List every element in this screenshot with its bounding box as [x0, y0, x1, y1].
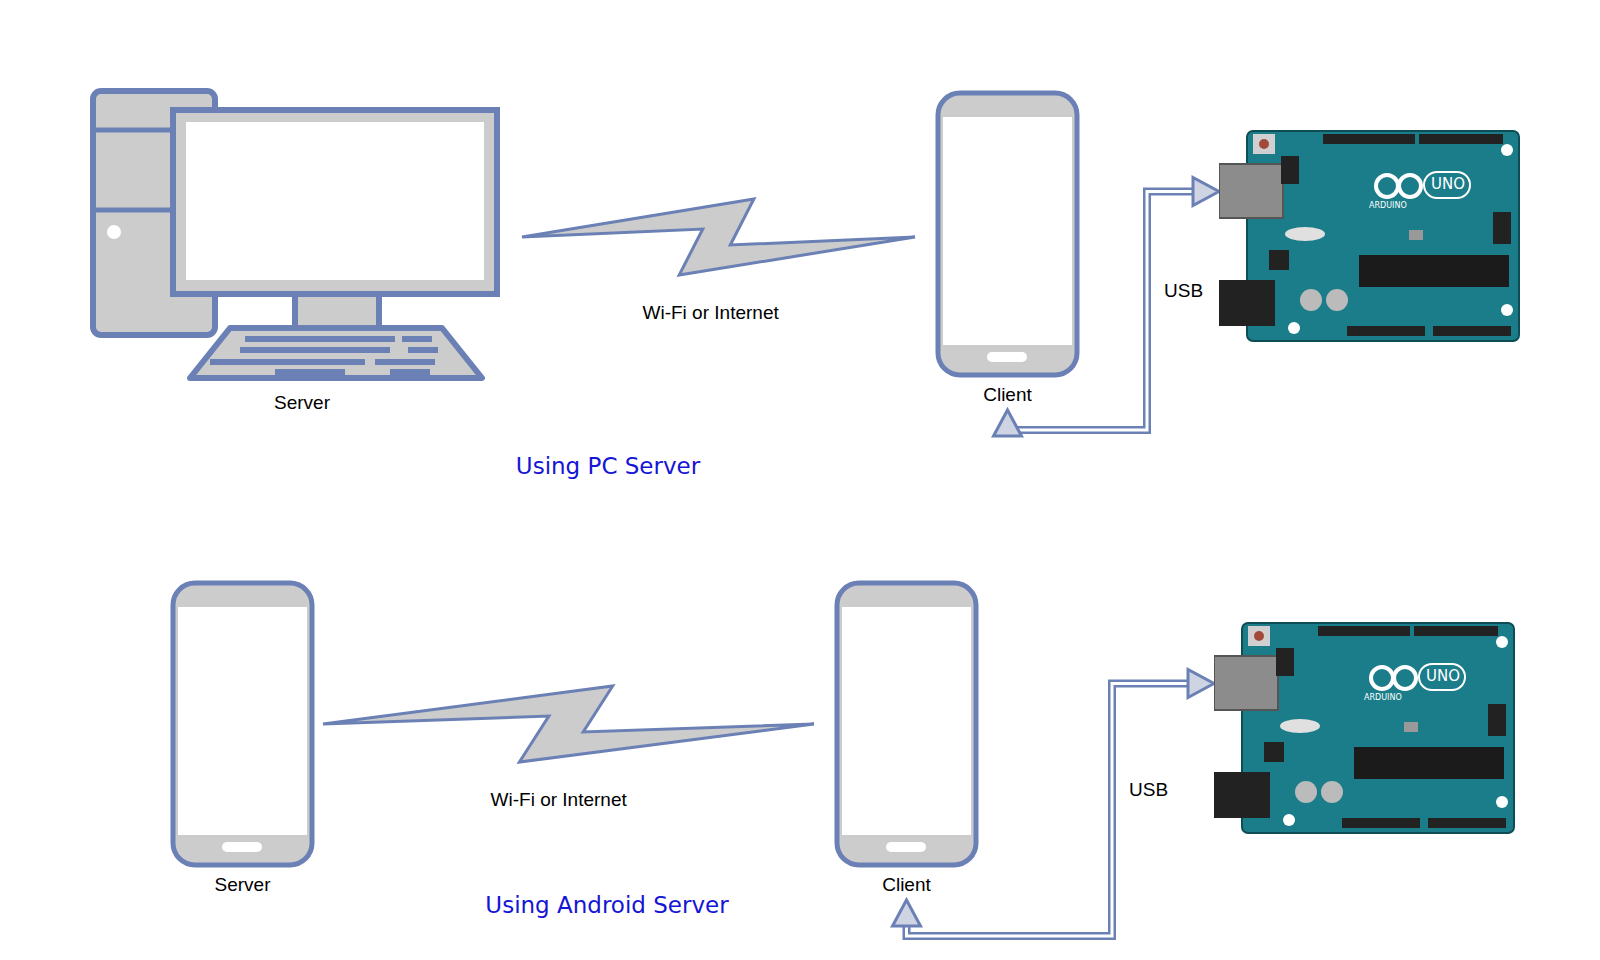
- board-brand: ARDUINO: [1369, 201, 1407, 210]
- phone-drawing: [170, 580, 315, 868]
- node-label: Server: [90, 392, 514, 414]
- board-model: UNO: [1426, 667, 1460, 685]
- phone-drawing: [834, 580, 979, 868]
- caption-label: Using Android Server: [485, 892, 728, 918]
- caption-label: Using PC Server: [516, 453, 700, 479]
- wireless-link: [323, 686, 814, 762]
- connector-label: USB: [1126, 779, 1171, 801]
- node-label: Server: [170, 874, 315, 896]
- arduino-board: UNO ARDUINO: [1214, 622, 1516, 834]
- node-label: Client: [935, 384, 1080, 406]
- pc-drawing: [90, 88, 514, 386]
- arduino-board: UNO ARDUINO: [1219, 130, 1521, 342]
- ard-drawing: [1219, 130, 1521, 342]
- connector-label: Wi-Fi or Internet: [640, 302, 782, 324]
- board-brand: ARDUINO: [1364, 693, 1402, 702]
- board-model: UNO: [1431, 175, 1465, 193]
- computer-icon: Server: [90, 88, 514, 414]
- connector-label: Wi-Fi or Internet: [488, 789, 630, 811]
- phone-icon: Client: [834, 580, 979, 896]
- phone-drawing: [935, 90, 1080, 378]
- connector-label: USB: [1161, 280, 1206, 302]
- wireless-link: [522, 199, 915, 275]
- node-label: Client: [834, 874, 979, 896]
- phone-icon: Client: [935, 90, 1080, 406]
- phone-icon: Server: [170, 580, 315, 896]
- ard-drawing: [1214, 622, 1516, 834]
